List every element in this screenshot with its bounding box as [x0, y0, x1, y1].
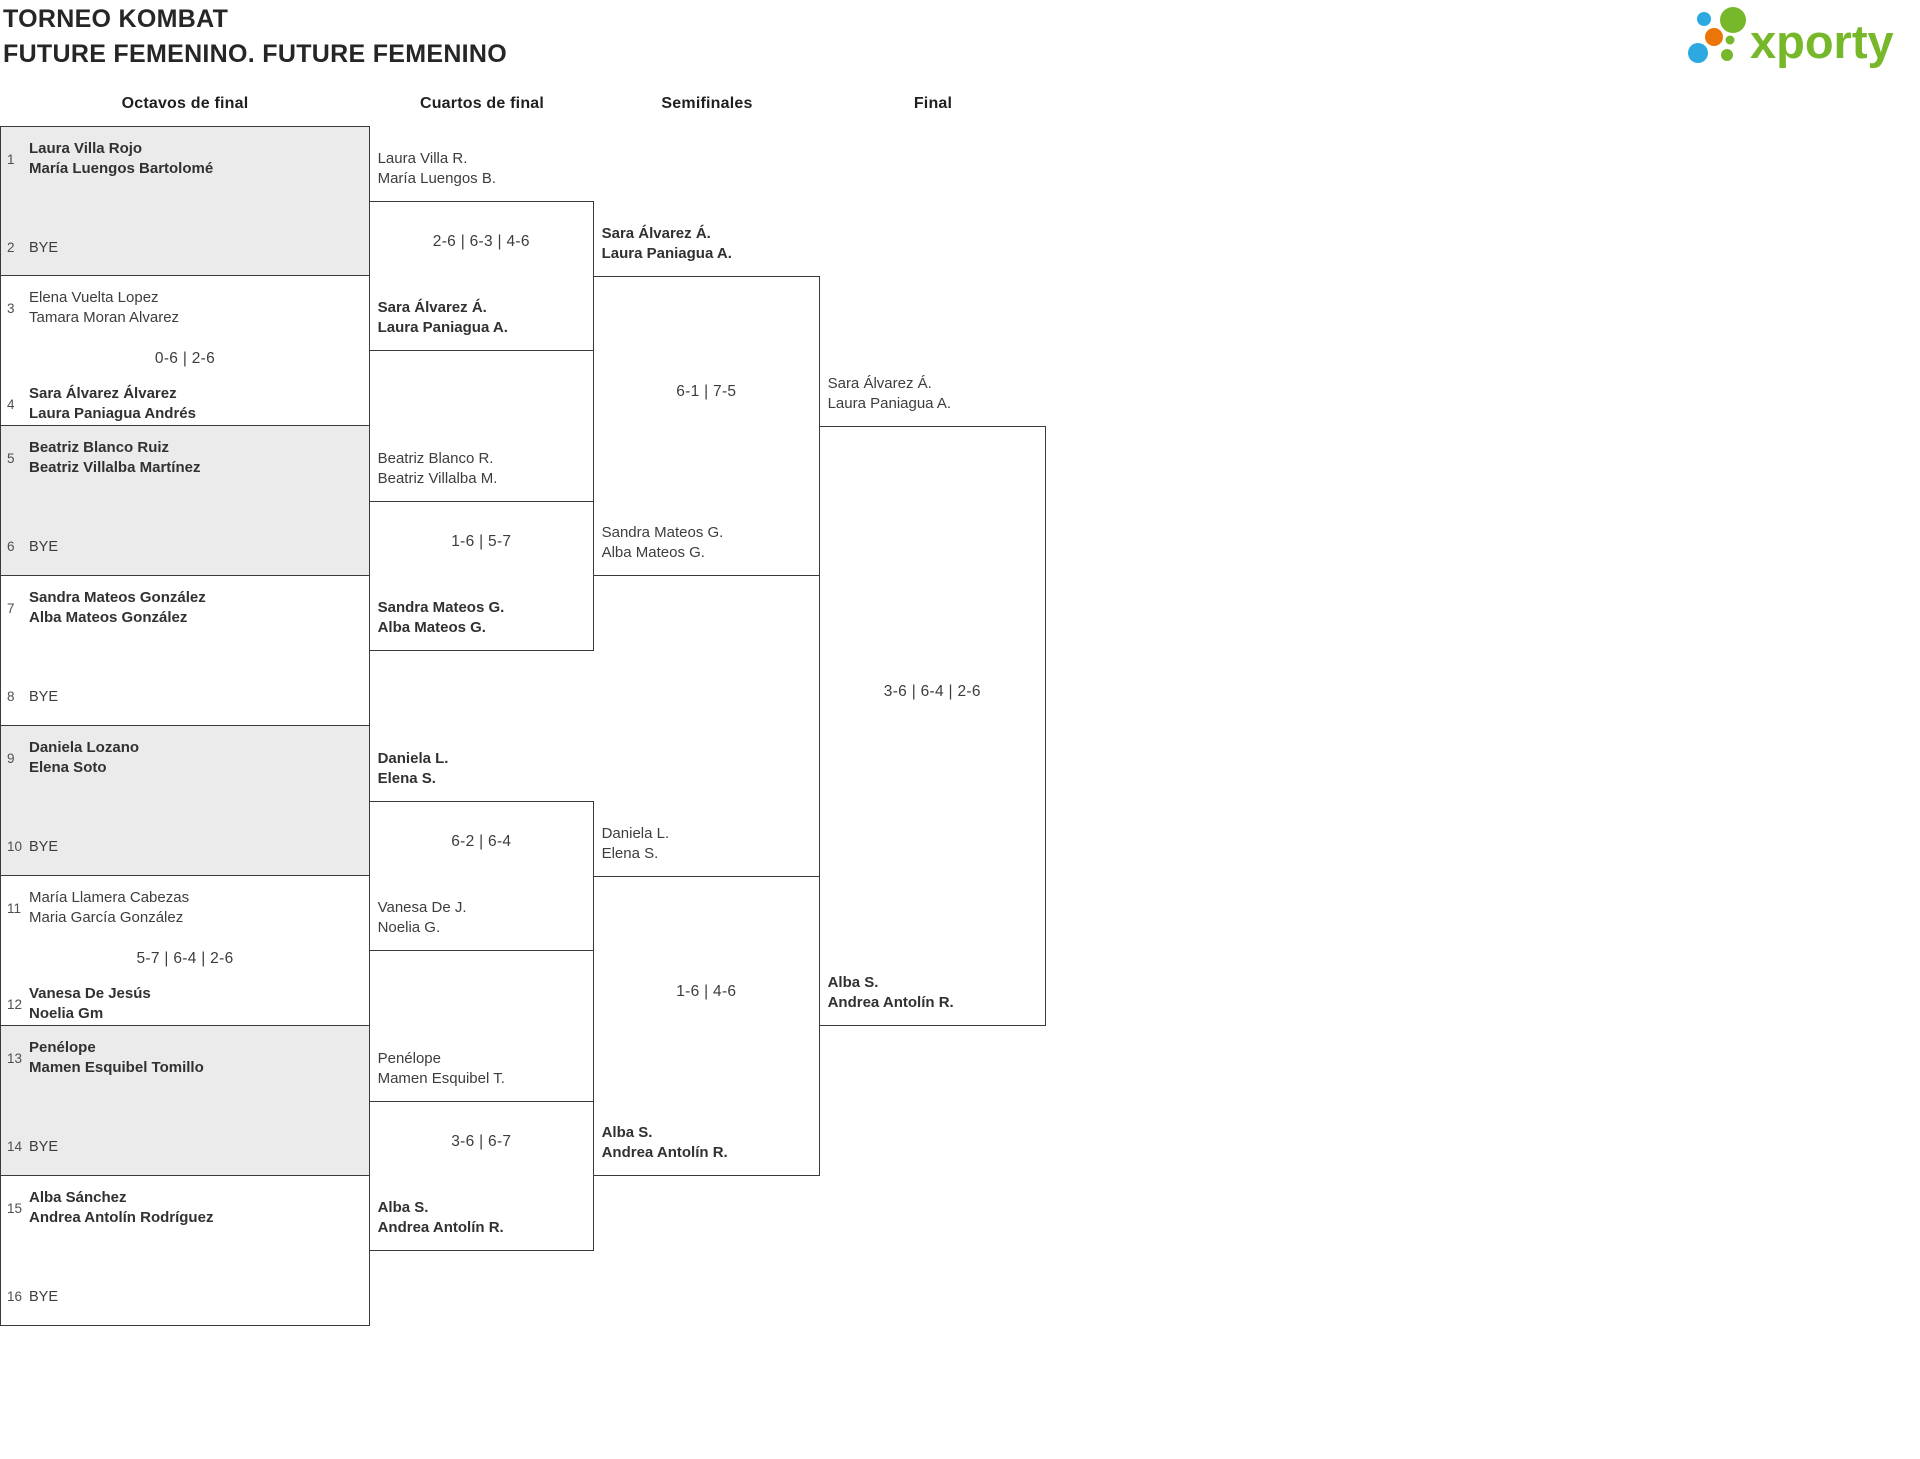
round-header-final: Final [913, 95, 953, 112]
round-header-octavos: Octavos de final [121, 95, 249, 112]
round-header-semifinales: Semifinales [661, 95, 753, 112]
seed-number: 2 [7, 240, 15, 255]
seed-number: 8 [7, 689, 15, 704]
match-score: 6-2 | 6-4 [451, 833, 512, 850]
participant-label: Alba S.Andrea Antolín R. [827, 974, 954, 1011]
participant-label: Laura Villa R.María Luengos B. [377, 150, 496, 187]
participant-label: Sandra Mateos G.Alba Mateos G. [601, 524, 724, 561]
team-row: 10 BYE [7, 839, 58, 855]
bye-label: BYE [29, 1139, 59, 1155]
team-row: 8 BYE [7, 689, 58, 705]
xporty-logo-dots-icon [1688, 7, 1746, 63]
team-row: 6 BYE [7, 539, 58, 555]
match-score: 0-6 | 2-6 [154, 350, 216, 367]
seed-number: 16 [7, 1289, 23, 1304]
participant-label: Alba S.Andrea Antolín R. [601, 1124, 728, 1161]
seed-number: 12 [7, 996, 23, 1012]
bye-label: BYE [29, 839, 59, 855]
tournament-title: TORNEO KOMBAT FUTURE FEMENINO. FUTURE FE… [3, 2, 507, 72]
xporty-logo[interactable]: xporty [1680, 2, 1920, 74]
seed-number: 14 [7, 1139, 23, 1154]
match-score: 1-6 | 4-6 [676, 983, 737, 1000]
tournament-title-line2: FUTURE FEMENINO. FUTURE FEMENINO [3, 40, 508, 68]
bye-label: BYE [29, 689, 59, 705]
match-box-semifinal-1[interactable]: Sara Álvarez Á.Laura Paniagua A. 6-1 | 7… [592, 225, 820, 576]
participant-label: Daniela L.Elena S. [377, 750, 449, 787]
match-score: 3-6 | 6-7 [451, 1133, 512, 1150]
seed-number: 11 [7, 900, 22, 916]
match-score: 6-1 | 7-5 [676, 383, 737, 400]
match-box-semifinal-2[interactable]: Daniela L.Elena S. 1-6 | 4-6 Alba S.Andr… [592, 825, 820, 1176]
seed-number: 9 [7, 750, 15, 766]
participant-label: Sara Álvarez Á.Laura Paniagua A. [377, 299, 508, 336]
seed-number: 1 [7, 151, 15, 167]
match-box-final[interactable]: Sara Álvarez Á.Laura Paniagua A. 3-6 | 6… [818, 375, 1046, 1026]
seed-number: 3 [7, 300, 15, 316]
match-score: 5-7 | 6-4 | 2-6 [136, 950, 234, 967]
participant-label: Vanesa De J.Noelia G. [377, 899, 467, 936]
match-box-cuartos-1[interactable]: Laura Villa R.María Luengos B. 2-6 | 6-3… [368, 150, 594, 351]
seed-number: 7 [7, 600, 15, 616]
bye-label: BYE [29, 240, 59, 256]
team-row: 2 BYE [7, 240, 58, 256]
team-row: 14 BYE [7, 1139, 58, 1155]
team-row: 16 BYE [7, 1289, 58, 1305]
participant-label: Beatriz Blanco R.Beatriz Villalba M. [377, 450, 498, 487]
seed-number: 10 [7, 839, 23, 854]
participant-label: Sara Álvarez Á.Laura Paniagua A. [601, 225, 732, 262]
participant-label: Sara Álvarez Á.Laura Paniagua A. [827, 375, 952, 412]
participant-label: Sandra Mateos G.Alba Mateos G. [377, 599, 505, 636]
seed-number: 13 [7, 1050, 23, 1066]
tournament-title-line1: TORNEO KOMBAT [3, 5, 229, 33]
match-score: 3-6 | 6-4 | 2-6 [883, 683, 981, 700]
seed-number: 4 [7, 396, 15, 412]
match-score: 2-6 | 6-3 | 4-6 [432, 233, 530, 250]
round-header-cuartos: Cuartos de final [419, 95, 545, 112]
bye-label: BYE [29, 1289, 59, 1305]
match-box-cuartos-2[interactable]: Beatriz Blanco R.Beatriz Villalba M. 1-6… [368, 450, 594, 651]
match-score: 1-6 | 5-7 [451, 533, 512, 550]
seed-number: 6 [7, 539, 15, 554]
participant-label: Alba S.Andrea Antolín R. [377, 1199, 504, 1236]
xporty-logo-text: xporty [1750, 15, 1894, 68]
participant-label: Daniela L.Elena S. [601, 825, 670, 862]
seed-number: 5 [7, 450, 15, 466]
bye-label: BYE [29, 539, 59, 555]
seed-number: 15 [7, 1200, 23, 1216]
match-box-cuartos-3[interactable]: Daniela L.Elena S. 6-2 | 6-4 Vanesa De J… [368, 750, 594, 951]
